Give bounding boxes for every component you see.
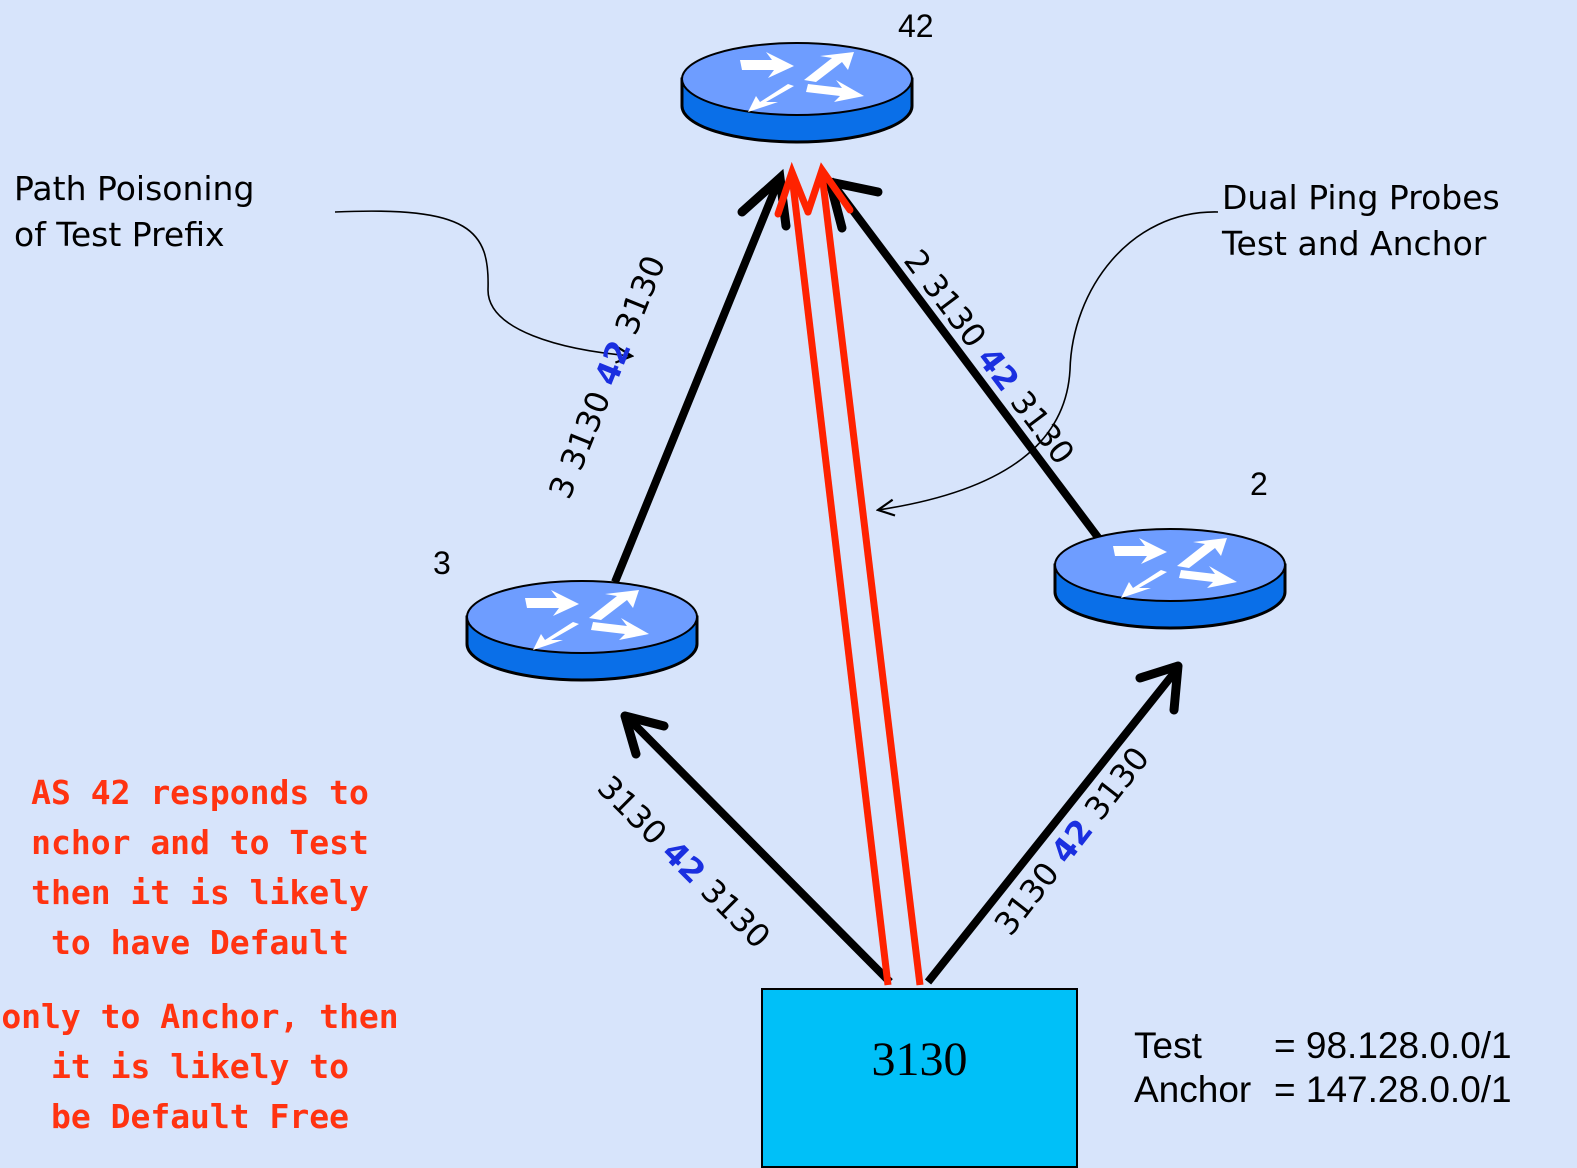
- note-line: it is likely to: [50, 1047, 349, 1086]
- legend-anchor-value: = 147.28.0.0/1: [1274, 1069, 1512, 1110]
- note-line: to have Default: [50, 923, 349, 962]
- origin-as-box: 3130: [761, 988, 1078, 1168]
- router-as42-icon: [680, 41, 914, 144]
- probe-arrow-anchor: [804, 162, 924, 986]
- probes-callout-line: Test and Anchor: [1222, 224, 1487, 263]
- note-line: then it is likely: [31, 873, 369, 912]
- link-origin-to-r3: [620, 711, 893, 985]
- legend-anchor-row: Anchor = 147.28.0.0/1: [1134, 1068, 1512, 1112]
- link-r2-to-r42: [825, 177, 1104, 543]
- legend-test-value: = 98.128.0.0/1: [1274, 1025, 1512, 1066]
- origin-as-label: 3130: [871, 1033, 968, 1086]
- poison-callout: Path Poisoning of Test Prefix: [14, 166, 254, 258]
- link-origin-to-r2: [924, 661, 1183, 985]
- router-as2-icon: [1053, 527, 1287, 630]
- result-notes: AS 42 responds to nchor and to Test then…: [0, 768, 460, 1142]
- probes-callout-leader: [878, 211, 1219, 510]
- note-line: AS 42 responds to: [31, 773, 369, 812]
- note-line: [0, 968, 460, 992]
- note-line: be Default Free: [50, 1097, 349, 1136]
- router-as42-label: 42: [898, 8, 934, 44]
- probes-callout: Dual Ping Probes Test and Anchor: [1222, 175, 1500, 267]
- legend-anchor-label: Anchor: [1134, 1069, 1252, 1110]
- router-as3-label: 3: [433, 545, 451, 581]
- probes-callout-line: Dual Ping Probes: [1222, 178, 1500, 217]
- router-as3-icon: [465, 579, 699, 682]
- legend-test-label: Test: [1134, 1025, 1202, 1066]
- poison-callout-leader: [334, 210, 632, 356]
- link-r3-to-r42: [611, 168, 791, 584]
- poison-callout-line: Path Poisoning: [14, 169, 255, 208]
- poison-callout-line: of Test Prefix: [14, 215, 225, 254]
- note-line: only to Anchor, then: [1, 997, 399, 1036]
- probe-arrow-test: [774, 161, 892, 986]
- prefix-legend: Test = 98.128.0.0/1 Anchor = 147.28.0.0/1: [1134, 1024, 1512, 1112]
- note-line: nchor and to Test: [31, 823, 369, 862]
- legend-test-row: Test = 98.128.0.0/1: [1134, 1024, 1512, 1068]
- router-as2-label: 2: [1250, 466, 1268, 502]
